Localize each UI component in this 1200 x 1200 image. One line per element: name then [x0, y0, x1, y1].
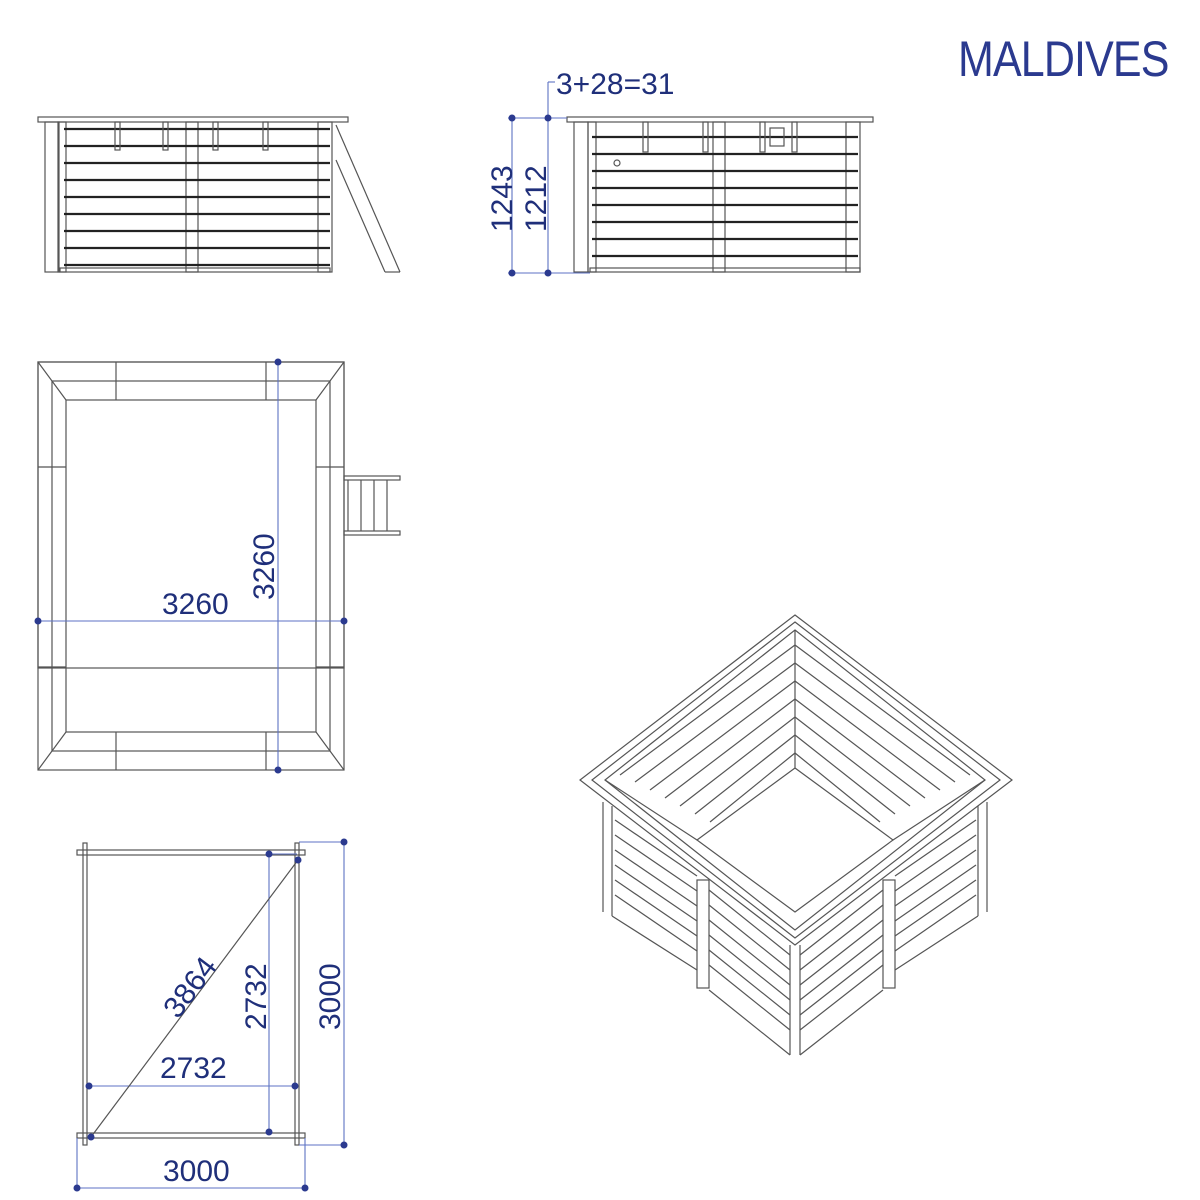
- dim-outer-depth: 3000: [314, 963, 347, 1030]
- dim-plan-depth: 3260: [248, 533, 281, 600]
- side-elevation-view: [37, 116, 401, 273]
- isometric-view: [579, 614, 1013, 1056]
- plan-view: [34, 358, 401, 774]
- front-elevation-view: [508, 81, 874, 277]
- dim-diagonal: 3864: [157, 951, 224, 1024]
- dim-top-offset: 3+28=31: [556, 68, 674, 101]
- dim-outer-width: 3000: [163, 1155, 230, 1188]
- dim-inner-depth: 2732: [240, 963, 273, 1030]
- dim-plan-width: 3260: [162, 588, 229, 621]
- dim-total-height: 1243: [486, 165, 519, 232]
- product-title: MALDIVES: [958, 31, 1169, 87]
- footprint-view: [73, 838, 348, 1192]
- dim-inner-width: 2732: [160, 1052, 227, 1085]
- dim-wall-height: 1212: [520, 165, 553, 232]
